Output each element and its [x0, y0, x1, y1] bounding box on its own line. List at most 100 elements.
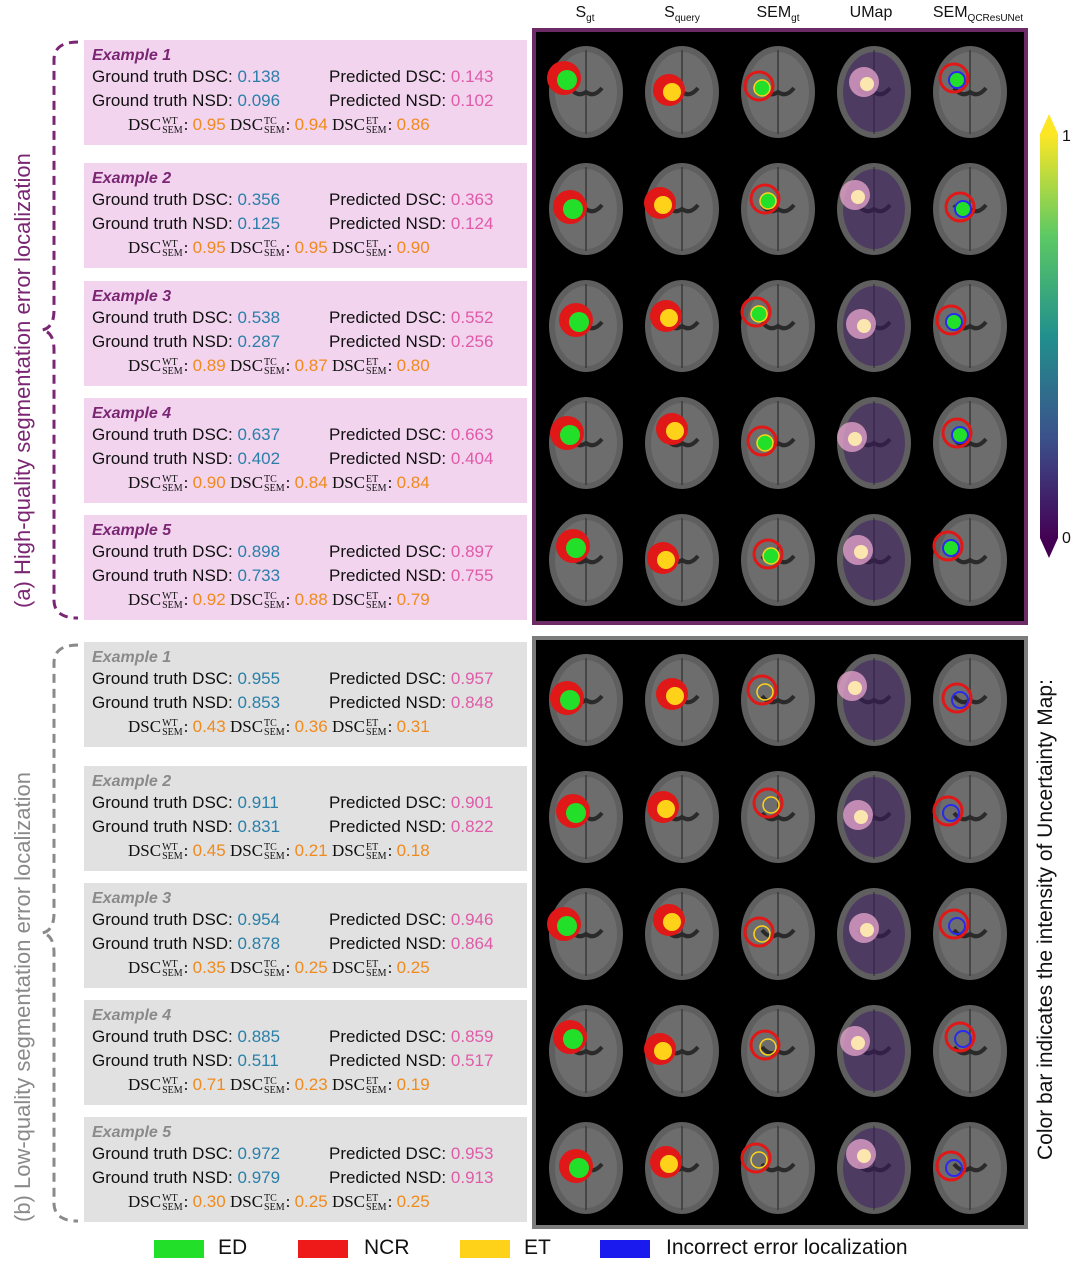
- brain-mri-semgt-thumbnail: [736, 999, 820, 1099]
- sem-wt-value: 0.45: [192, 841, 226, 860]
- sem-wt-value: 0.92: [192, 590, 226, 609]
- example-title: Example 2: [92, 170, 172, 187]
- brain-mri-sgt-thumbnail: [544, 765, 628, 865]
- brain-mri-squery-thumbnail: [640, 882, 724, 982]
- brain-mri-umap-thumbnail: [832, 40, 916, 140]
- sem-tc-value: 0.87: [294, 356, 328, 375]
- pred-dsc-row: Predicted DSC: 0.552: [329, 308, 494, 327]
- sem-et-value: 0.19: [396, 1075, 430, 1094]
- brain-mri-semqc-thumbnail: [928, 391, 1012, 491]
- brain-mri-semqc-thumbnail: [928, 1116, 1012, 1216]
- sem-et-value: 0.79: [396, 590, 430, 609]
- sem-et-value: 0.31: [396, 717, 430, 736]
- pred-nsd-row: Predicted NSD: 0.822: [329, 817, 494, 836]
- gt-nsd-row: Ground truth NSD: 0.878: [92, 934, 281, 953]
- column-header-umap: UMap: [849, 4, 893, 21]
- brain-mri-sgt-thumbnail: [544, 40, 628, 140]
- column-header-sem-gt: SEMgt: [756, 4, 800, 25]
- example-title: Example 4: [92, 405, 172, 422]
- sem-wt-value: 0.71: [192, 1075, 226, 1094]
- sem-et-value: 0.25: [396, 958, 430, 977]
- pred-nsd-row: Predicted NSD: 0.913: [329, 1168, 494, 1187]
- sem-et-value: 0.25: [396, 1192, 430, 1211]
- sem-et-value: 0.90: [396, 238, 430, 257]
- pred-dsc-row: Predicted DSC: 0.663: [329, 425, 494, 444]
- brain-mri-semgt-thumbnail: [736, 40, 820, 140]
- gt-dsc-row: Ground truth DSC: 0.356: [92, 190, 281, 209]
- sem-tc-value: 0.21: [294, 841, 328, 860]
- brain-mri-squery-thumbnail: [640, 40, 724, 140]
- brain-mri-umap-thumbnail: [832, 391, 916, 491]
- sem-et-value: 0.86: [396, 115, 430, 134]
- brain-mri-semqc-thumbnail: [928, 40, 1012, 140]
- lq-brace: [41, 643, 79, 1223]
- brain-mri-squery-thumbnail: [640, 508, 724, 608]
- sem-tc-value: 0.95: [294, 238, 328, 257]
- sem-wt-value: 0.89: [192, 356, 226, 375]
- brain-mri-semqc-thumbnail: [928, 765, 1012, 865]
- uncertainty-colorbar: [1040, 114, 1058, 558]
- example-title: Example 1: [92, 47, 172, 64]
- gt-nsd-row: Ground truth NSD: 0.831: [92, 817, 281, 836]
- brain-mri-semgt-thumbnail: [736, 648, 820, 748]
- legend-ncr-label: NCR: [364, 1236, 410, 1259]
- gt-dsc-row: Ground truth DSC: 0.972: [92, 1144, 281, 1163]
- example-title: Example 4: [92, 1007, 172, 1024]
- brain-mri-umap-thumbnail: [832, 274, 916, 374]
- pred-dsc-row: Predicted DSC: 0.143: [329, 67, 494, 86]
- pred-dsc-row: Predicted DSC: 0.363: [329, 190, 494, 209]
- gt-dsc-row: Ground truth DSC: 0.885: [92, 1027, 281, 1046]
- segmentation-legend: ED NCR ET Incorrect error localization: [0, 1235, 1080, 1265]
- brain-mri-squery-thumbnail: [640, 765, 724, 865]
- gt-dsc-row: Ground truth DSC: 0.637: [92, 425, 281, 444]
- colorbar-max-label: 1: [1062, 128, 1071, 145]
- pred-nsd-row: Predicted NSD: 0.404: [329, 449, 494, 468]
- sem-tc-value: 0.94: [294, 115, 328, 134]
- brain-mri-sgt-thumbnail: [544, 508, 628, 608]
- brain-mri-squery-thumbnail: [640, 157, 724, 257]
- sem-tc-value: 0.25: [294, 1192, 328, 1211]
- sem-tc-value: 0.25: [294, 958, 328, 977]
- hq-image-grid: [532, 28, 1028, 625]
- gt-nsd-row: Ground truth NSD: 0.402: [92, 449, 281, 468]
- brain-mri-squery-thumbnail: [640, 999, 724, 1099]
- sem-wt-value: 0.30: [192, 1192, 226, 1211]
- brain-mri-sgt-thumbnail: [544, 1116, 628, 1216]
- brain-mri-semgt-thumbnail: [736, 765, 820, 865]
- example-title: Example 5: [92, 1124, 172, 1141]
- pred-dsc-row: Predicted DSC: 0.946: [329, 910, 494, 929]
- pred-nsd-row: Predicted NSD: 0.864: [329, 934, 494, 953]
- brain-mri-sgt-thumbnail: [544, 391, 628, 491]
- brain-mri-umap-thumbnail: [832, 999, 916, 1099]
- hq-brace: [41, 40, 79, 620]
- pred-nsd-row: Predicted NSD: 0.124: [329, 214, 494, 233]
- legend-incorrect-swatch: [600, 1240, 650, 1258]
